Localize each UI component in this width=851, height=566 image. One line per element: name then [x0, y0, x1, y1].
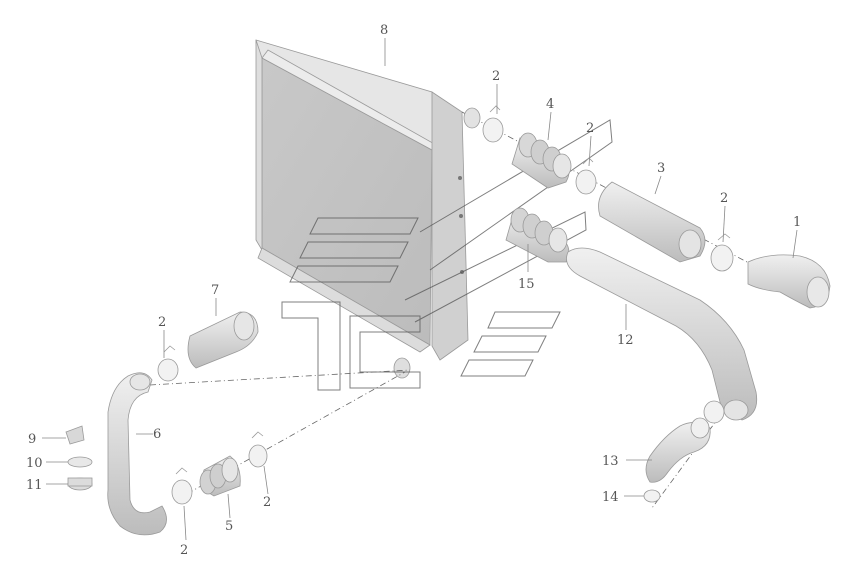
rubber-sleeve-5	[199, 455, 241, 497]
callout-7: 7	[211, 283, 219, 298]
watermark-logo	[281, 119, 613, 391]
callout-11: 11	[26, 478, 43, 493]
clamp-upper-1	[463, 105, 504, 143]
elbow-hose-1	[747, 254, 831, 309]
callout-2-b: 2	[586, 121, 594, 136]
callout-2-e: 2	[263, 495, 271, 510]
rubber-sleeve-15	[505, 207, 570, 263]
elbow-13	[645, 417, 711, 483]
callout-5: 5	[225, 519, 233, 534]
callouts: 8 2 4 2 3 2 1 15 12 7 2 6 9 10 11 5 2 2 …	[26, 23, 801, 558]
clamp-upper-3	[710, 233, 734, 272]
hose-7	[187, 311, 259, 369]
callout-15: 15	[518, 277, 535, 292]
clamp-upper-2	[575, 157, 597, 195]
callout-3: 3	[657, 161, 665, 176]
intercooler-core	[255, 39, 469, 379]
clamp-14	[643, 489, 661, 503]
callout-2-a: 2	[492, 69, 500, 84]
callout-6: 6	[153, 427, 161, 442]
callout-8: 8	[380, 23, 388, 38]
callout-4: 4	[546, 97, 554, 112]
clamp-lower-2	[171, 467, 193, 505]
leader-lines	[42, 38, 798, 541]
pipe-3	[598, 181, 706, 263]
callout-10: 10	[26, 456, 43, 471]
callout-9: 9	[28, 432, 36, 447]
callout-2-f: 2	[180, 543, 188, 558]
callout-13: 13	[602, 454, 619, 469]
long-pipe-12	[566, 247, 758, 424]
rubber-sleeve-4	[511, 132, 572, 189]
callout-12: 12	[617, 333, 634, 348]
bracket-9-10-11	[65, 425, 93, 491]
u-pipe-6	[107, 372, 167, 536]
callout-14: 14	[602, 490, 619, 505]
callout-1: 1	[793, 215, 801, 230]
callout-2-c: 2	[720, 191, 728, 206]
callout-2-d: 2	[158, 315, 166, 330]
clamp-lower-1	[157, 345, 179, 382]
clamp-lower-3	[248, 431, 268, 468]
